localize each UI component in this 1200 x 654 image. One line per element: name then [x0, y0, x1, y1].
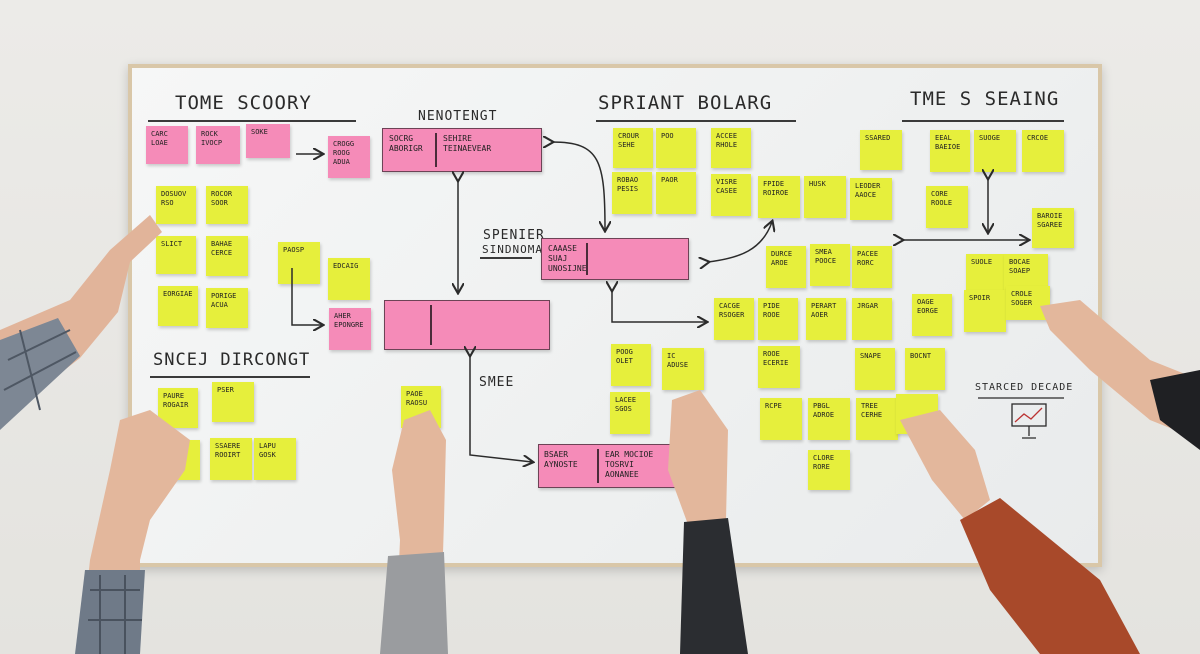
yellow-note: JRGAR — [852, 298, 892, 340]
yellow-note: PSER — [212, 382, 254, 422]
yellow-note: PACEE RORC — [852, 246, 892, 288]
heading-tmes-seaing: TME S SEAING — [910, 88, 1060, 110]
pink-block-top: SOCRG ABORIGR SEHIRE TEINAEVEAR — [382, 128, 542, 172]
yellow-note: POOG OLET — [611, 344, 651, 386]
yellow-note: POO — [656, 128, 696, 168]
yellow-note: LAPU GOSK — [254, 438, 296, 480]
pink-note: SOKE — [246, 124, 290, 158]
yellow-note: SUOGE — [974, 130, 1016, 172]
yellow-note: IC ADUSE — [662, 348, 704, 390]
yellow-note: SPOIR — [964, 290, 1006, 332]
heading-underline — [480, 257, 532, 259]
pink-block-text: SOCRG ABORIGR — [389, 134, 423, 153]
yellow-note: PIDE ROOE — [758, 298, 798, 340]
yellow-note: ACCEE RHOLE — [711, 128, 751, 168]
heading-sindnomand: SINDNOMAND — [482, 243, 559, 256]
pink-block-text: SEHIRE TEINAEVEAR — [443, 134, 492, 153]
yellow-note: SLICT — [156, 236, 196, 274]
yellow-note: PAOSP — [278, 242, 320, 284]
yellow-note: HUSK — [804, 176, 846, 218]
rust-sleeve-hand — [900, 410, 1140, 654]
yellow-note: CLORE RORE — [808, 450, 850, 490]
yellow-note: DOSUOV RSO — [156, 186, 196, 224]
pink-block-divider — [435, 133, 437, 167]
yellow-note: SUOLE — [966, 254, 1006, 296]
center-hand — [380, 410, 448, 654]
pink-block-middle: CAAASE SUAJ UNOSIJNE — [541, 238, 689, 280]
yellow-note: ROOE ECERIE — [758, 346, 800, 388]
yellow-note: FPIDE ROIROE — [758, 176, 800, 218]
right-arm — [1040, 300, 1200, 450]
heading-sncej-dircongt: SNCEJ DIRCONGT — [153, 350, 311, 370]
pink-block-divider — [430, 305, 432, 345]
arrow — [552, 142, 605, 230]
arrow — [470, 355, 532, 462]
pink-block-divider — [597, 449, 599, 483]
yellow-note: EEAL BAEIOE — [930, 130, 970, 172]
yellow-note: BAHAE CERCE — [206, 236, 248, 276]
yellow-note: SNAPE — [855, 348, 895, 390]
pink-note: CARC LOAE — [146, 126, 188, 164]
yellow-note: SSAERE ROOIRT — [210, 438, 252, 480]
yellow-note: CRCOE — [1022, 130, 1064, 172]
yellow-note: PBGL ADROE — [808, 398, 850, 440]
yellow-note: SSARED — [860, 130, 902, 170]
pink-block-text: EAR MOCIOE TOSRVI AONANEE — [605, 450, 654, 479]
yellow-note: LEODER AAOCE — [850, 178, 892, 220]
yellow-note: CORE ROOLE — [926, 186, 968, 228]
arrow — [291, 268, 322, 325]
yellow-note: OAGE EORGE — [912, 294, 952, 336]
yellow-note: ROCOR SOOR — [206, 186, 248, 224]
left-lower-hand — [75, 410, 190, 654]
black-sleeve-hand — [668, 390, 748, 654]
pink-note: AHER EPONGRE — [329, 308, 371, 350]
yellow-note: BAROIE SGAREE — [1032, 208, 1074, 248]
chart-doodle-icon — [978, 397, 1064, 439]
yellow-note: CACGE RSOGER — [714, 298, 754, 340]
yellow-note: PORIGE ACUA — [206, 288, 248, 328]
heading-tome-scoory: TOME SCOORY — [175, 92, 312, 114]
arrow — [612, 290, 706, 322]
heading-staroed-decade: STARCED DECADE — [975, 382, 1074, 393]
yellow-note: ROBAO PESIS — [612, 172, 652, 214]
heading-underline — [150, 376, 310, 378]
arrow — [708, 222, 772, 262]
pink-note: ROCK IVOCP — [196, 126, 240, 164]
pink-note: CROGG ROOG ADUA — [328, 136, 370, 178]
heading-spenier: SPENIER — [483, 228, 545, 243]
yellow-note: SMEA POOCE — [810, 244, 850, 286]
yellow-note: CROLE SOGER — [1006, 286, 1050, 320]
heading-underline — [148, 120, 356, 122]
heading-spriant-bolarg: SPRIANT BOLARG — [598, 92, 773, 114]
yellow-note: BOCNT — [905, 348, 945, 390]
pink-block-divider — [586, 243, 588, 275]
pink-block-empty — [384, 300, 550, 350]
yellow-note: VISRE CASEE — [711, 174, 751, 216]
yellow-note: LACEE SGOS — [610, 392, 650, 434]
yellow-note: PERART AOER — [806, 298, 846, 340]
pink-block-text: CAAASE SUAJ UNOSIJNE — [548, 244, 587, 273]
yellow-note: TREE CERHE — [856, 398, 898, 440]
yellow-note: PAOR — [656, 172, 696, 214]
yellow-note: EDCAIG — [328, 258, 370, 300]
yellow-note: RCPE — [760, 398, 802, 440]
left-arm — [0, 215, 162, 430]
pink-block-bottom: BSAER AYNOSTE EAR MOCIOE TOSRVI AONANEE — [538, 444, 680, 488]
pink-block-text: BSAER AYNOSTE — [544, 450, 578, 469]
yellow-note: EORGIAE — [158, 286, 198, 326]
heading-underline — [902, 120, 1064, 122]
heading-underline — [596, 120, 796, 122]
yellow-note: CROUR SEHE — [613, 128, 653, 168]
heading-nenotengt: NENOTENGT — [418, 109, 498, 124]
